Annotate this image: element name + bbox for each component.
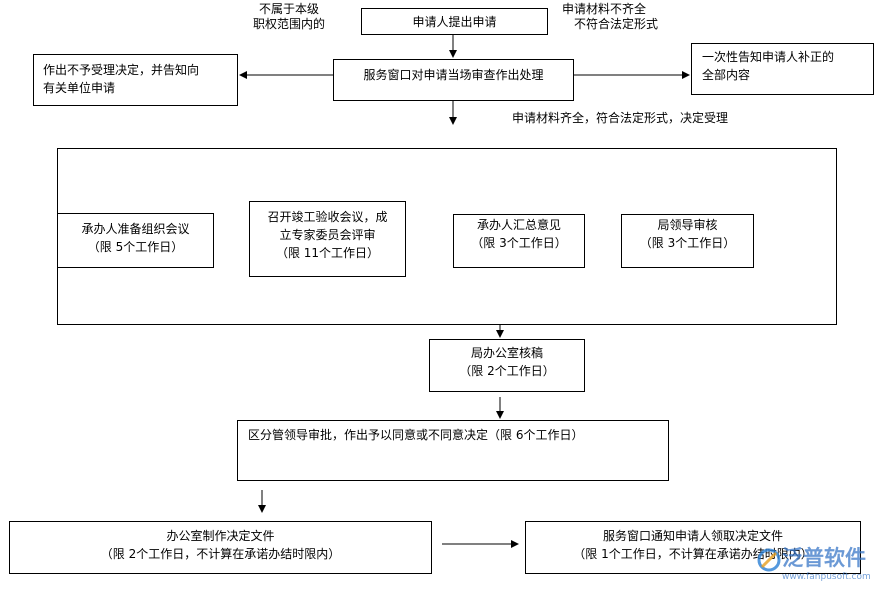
note-not-in-scope: 不属于本级 职权范围内的 bbox=[253, 2, 325, 32]
window-review-label: 服务窗口对申请当场审查作出处理 bbox=[363, 68, 544, 82]
office-line2: （限 2个工作日） bbox=[459, 364, 555, 378]
office-review-box: 局办公室核稿 （限 2个工作日） bbox=[429, 339, 585, 392]
watermark-brand: 泛普软件 bbox=[782, 546, 866, 570]
notify-line1: 一次性告知申请人补正的 bbox=[702, 50, 835, 64]
leader-review-box: 局领导审核 （限 3个工作日） bbox=[621, 214, 754, 268]
notify-box: 一次性告知申请人补正的 全部内容 bbox=[691, 43, 874, 95]
apply-box: 申请人提出申请 bbox=[361, 8, 548, 35]
reject-box: 作出不予受理决定，并告知向 有关单位申请 bbox=[33, 54, 238, 106]
window-review-box: 服务窗口对申请当场审查作出处理 bbox=[333, 59, 574, 101]
note-not-in-scope-line2: 职权范围内的 bbox=[253, 17, 326, 31]
expert-line2: 立专家委员会评审 bbox=[279, 228, 376, 242]
note-complete: 申请材料齐全，符合法定形式，决定受理 bbox=[512, 111, 729, 125]
watermark-url: www.fanpusoft.com bbox=[782, 572, 871, 582]
notify-line2: 全部内容 bbox=[702, 68, 751, 82]
expert-line3: （限 11个工作日） bbox=[275, 246, 380, 260]
approve-box: 区分管领导审批，作出予以同意或不同意决定（限 6个工作日） bbox=[237, 420, 669, 481]
summary-line2: （限 3个工作日） bbox=[471, 236, 567, 250]
pickup-line1: 服务窗口通知申请人领取决定文件 bbox=[602, 529, 783, 543]
note-incomplete: 申请材料不齐全 不符合法定形式 bbox=[562, 2, 658, 32]
note-not-in-scope-line1: 不属于本级 bbox=[259, 2, 320, 16]
pickup-line2: （限 1个工作日，不计算在承诺办结时限内） bbox=[573, 547, 813, 561]
summary-box: 承办人汇总意见 （限 3个工作日） bbox=[453, 214, 585, 268]
expert-review-box: 召开竣工验收会议，成 立专家委员会评审 （限 11个工作日） bbox=[249, 201, 406, 277]
draft-box: 办公室制作决定文件 （限 2个工作日，不计算在承诺办结时限内） bbox=[9, 521, 432, 574]
note-incomplete-line2: 不符合法定形式 bbox=[574, 17, 659, 31]
summary-line1: 承办人汇总意见 bbox=[476, 218, 561, 232]
organize-line1: 承办人准备组织会议 bbox=[81, 222, 190, 236]
fanpu-logo-icon bbox=[757, 548, 781, 572]
draft-line1: 办公室制作决定文件 bbox=[166, 529, 275, 543]
leader-line1: 局领导审核 bbox=[657, 218, 718, 232]
leader-line2: （限 3个工作日） bbox=[639, 236, 736, 250]
pickup-box: 服务窗口通知申请人领取决定文件 （限 1个工作日，不计算在承诺办结时限内） bbox=[525, 521, 861, 574]
draft-line2: （限 2个工作日，不计算在承诺办结时限内） bbox=[100, 547, 341, 561]
reject-line2: 有关单位申请 bbox=[43, 81, 116, 95]
expert-line1: 召开竣工验收会议，成 bbox=[267, 210, 388, 224]
reject-line1: 作出不予受理决定，并告知向 bbox=[43, 63, 200, 77]
approve-label: 区分管领导审批，作出予以同意或不同意决定（限 6个工作日） bbox=[248, 428, 584, 442]
organize-line2: （限 5个工作日） bbox=[87, 240, 184, 254]
office-line1: 局办公室核稿 bbox=[470, 346, 543, 360]
organize-box: 承办人准备组织会议 （限 5个工作日） bbox=[57, 213, 214, 268]
watermark: 泛普软件 www.fanpusoft.com bbox=[754, 544, 882, 588]
apply-label: 申请人提出申请 bbox=[412, 15, 497, 29]
note-incomplete-line1: 申请材料不齐全 bbox=[562, 2, 647, 16]
